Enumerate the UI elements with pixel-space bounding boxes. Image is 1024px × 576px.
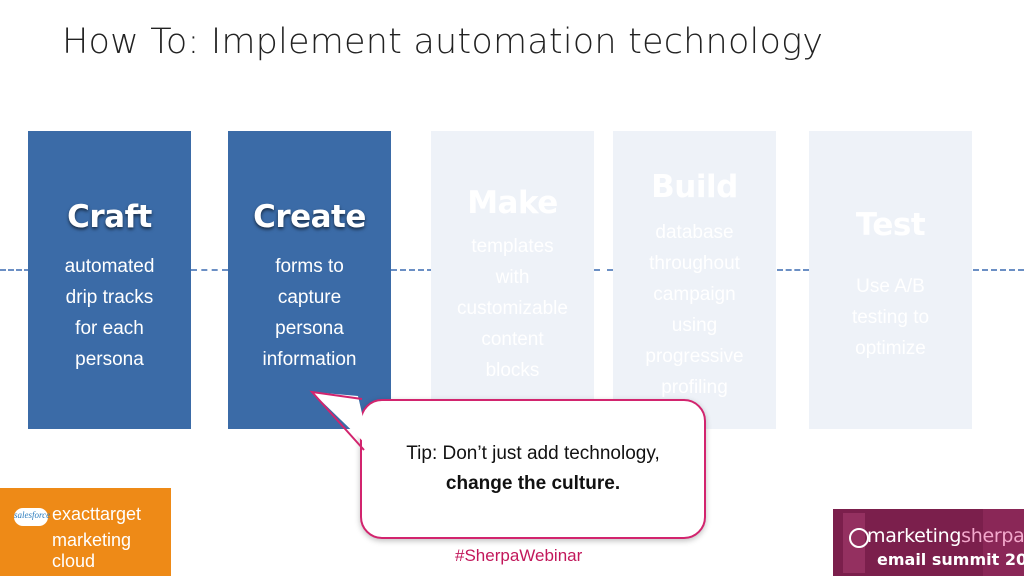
connector-line [0, 269, 30, 271]
step-heading: Test [855, 207, 926, 243]
step-heading: Make [467, 185, 558, 221]
step-description: automated drip tracks for each persona [28, 251, 191, 375]
logo-line: exacttarget [52, 504, 142, 524]
step-line: using [671, 315, 718, 336]
step-line: content [481, 329, 544, 350]
step-line: throughout [649, 253, 740, 274]
tip-prefix: Tip: Don’t just add technology, [406, 443, 660, 464]
step-line: templates [471, 236, 554, 257]
logo-line: marketing cloud [52, 530, 132, 571]
step-description: templates with customizable content bloc… [431, 231, 594, 386]
step-line: blocks [485, 360, 540, 381]
hashtag: #SherpaWebinar [455, 546, 583, 565]
step-line: Use A/B [856, 276, 925, 297]
callout-pointer [309, 390, 370, 451]
step-line: forms to [275, 256, 344, 277]
step-create: Create forms to capture persona informat… [228, 131, 391, 429]
sherpa-ring-icon [849, 528, 869, 548]
salesforce-cloud-icon: salesforce [14, 508, 51, 526]
slide-title: How To: Implement automation technology [62, 22, 824, 62]
step-line: automated [64, 256, 155, 277]
step-description: Use A/B testing to optimize [809, 271, 972, 364]
connector-line [391, 269, 433, 271]
step-build: Build database throughout campaign using… [613, 131, 776, 429]
step-test: Test Use A/B testing to optimize [809, 131, 972, 429]
connector-line [777, 269, 809, 271]
step-heading: Craft [67, 199, 152, 235]
connector-line [191, 269, 228, 271]
tip-emphasis: change the culture. [445, 473, 621, 494]
step-heading: Create [253, 199, 366, 235]
step-make: Make templates with customizable content… [431, 131, 594, 429]
step-line: customizable [457, 298, 568, 319]
logo-decoration [983, 509, 1024, 576]
step-line: for each [75, 318, 144, 339]
marketingsherpa-logo: marketingsherpa email summit 2014 [833, 509, 1024, 576]
step-line: testing to [851, 307, 930, 328]
logo-tagline: email summit 2014 [877, 550, 1024, 569]
tip-callout: Tip: Don’t just add technology, change t… [360, 399, 706, 539]
step-line: persona [75, 349, 144, 370]
connector-line [973, 269, 1024, 271]
step-line: progressive [645, 346, 744, 367]
logo-wordmark: marketingsherpa [867, 525, 1024, 547]
logo-word: marketing [867, 525, 962, 547]
step-description: forms to capture persona information [228, 251, 391, 375]
badge-text: salesforce [14, 510, 51, 520]
step-line: campaign [653, 284, 736, 305]
step-line: drip tracks [65, 287, 154, 308]
step-line: optimize [855, 338, 926, 359]
step-line: persona [275, 318, 344, 339]
connector-line [594, 269, 613, 271]
step-description: database throughout campaign using progr… [613, 217, 776, 403]
step-heading: Build [651, 169, 738, 205]
exacttarget-logo: salesforce exacttarget marketing cloud [0, 488, 171, 576]
logo-word: sherpa [961, 525, 1024, 547]
step-line: information [262, 349, 357, 370]
step-craft: Craft automated drip tracks for each per… [28, 131, 191, 429]
tip-text: Tip: Don’t just add technology, change t… [382, 439, 684, 499]
step-line: database [655, 222, 734, 243]
step-line: with [495, 267, 530, 288]
step-line: profiling [661, 377, 728, 398]
step-line: capture [277, 287, 342, 308]
